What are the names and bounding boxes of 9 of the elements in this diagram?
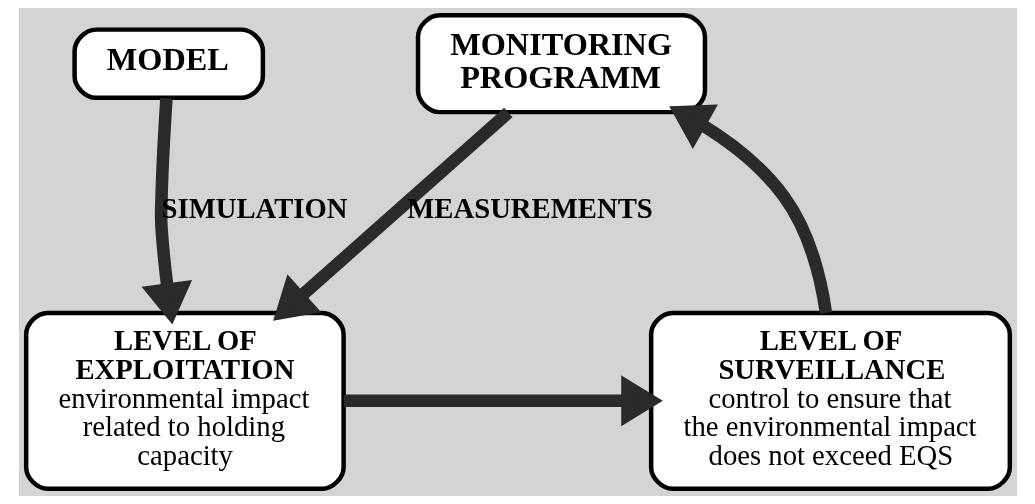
arrow <box>668 104 832 314</box>
edge-label: MEASUREMENTS <box>406 191 653 224</box>
arrow <box>343 375 663 427</box>
node-box: MONITORING PROGRAMM <box>415 13 707 115</box>
node-box: LEVEL OF EXPLOITATION environmental impact related to holding capacity <box>23 310 346 491</box>
node-box: MODEL <box>71 27 265 100</box>
arrow <box>141 97 192 325</box>
arrow <box>272 107 512 321</box>
node-box: LEVEL OF SURVEILLANCE control to ensure that the environmental impact does not exceed EQS <box>648 310 1012 491</box>
